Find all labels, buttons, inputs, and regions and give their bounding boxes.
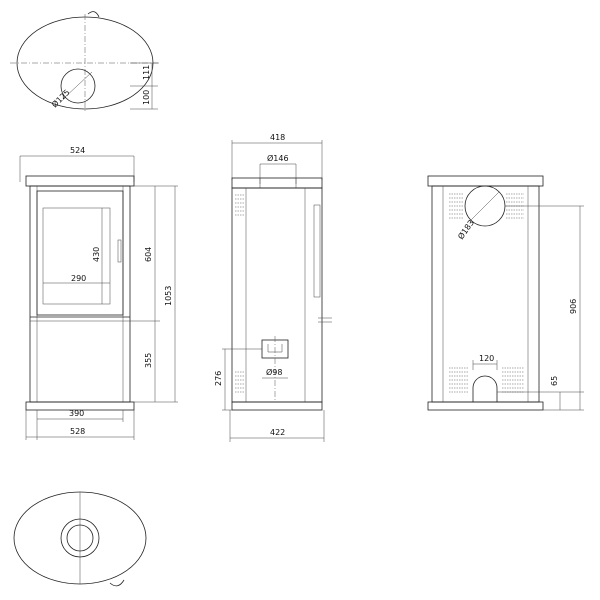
bottom-view-outlet-outer bbox=[60, 518, 100, 558]
dim-side-width-bottom: 422 bbox=[270, 428, 285, 437]
front-body bbox=[29, 185, 131, 403]
side-view: 418 Ø146 bbox=[214, 133, 332, 442]
bottom-view-outlet-inner bbox=[66, 524, 94, 552]
dim-front-glass-width: 290 bbox=[71, 274, 86, 283]
back-air-inlet bbox=[472, 375, 498, 402]
dim-front-width-528: 528 bbox=[70, 427, 85, 436]
dim-front-width-top: 524 bbox=[70, 146, 85, 155]
dim-side-width-top: 418 bbox=[270, 133, 285, 142]
dim-front-height-355: 355 bbox=[144, 353, 153, 368]
back-view: Ø183 bbox=[427, 175, 584, 411]
dim-side-height-276: 276 bbox=[214, 371, 223, 386]
front-door bbox=[36, 190, 124, 316]
dim-back-width-120: 120 bbox=[479, 354, 494, 363]
dim-side-dia-146: Ø146 bbox=[267, 153, 289, 163]
dim-front-height-604: 604 bbox=[144, 247, 153, 262]
dim-front-width-390: 390 bbox=[69, 409, 84, 418]
dim-back-dia-183: Ø183 bbox=[455, 218, 476, 241]
dim-top-view-100: 100 bbox=[142, 90, 151, 105]
dim-back-height-906: 906 bbox=[569, 299, 578, 314]
dim-front-height-1053: 1053 bbox=[164, 286, 173, 306]
front-glass bbox=[42, 207, 111, 305]
dim-front-glass-height: 430 bbox=[92, 247, 101, 262]
top-view: Ø125 111 100 bbox=[10, 11, 160, 112]
dim-side-dia-98: Ø98 bbox=[266, 367, 282, 377]
side-vents-bottom bbox=[235, 371, 244, 393]
back-vents-bottom bbox=[449, 367, 524, 393]
dim-top-view-111: 111 bbox=[142, 65, 151, 80]
side-vents-top bbox=[235, 194, 244, 216]
top-view-flue-outlet bbox=[60, 68, 96, 104]
back-body bbox=[431, 185, 540, 403]
front-view: 524 430 290 604 1053 355 bbox=[19, 146, 178, 440]
dim-back-height-65: 65 bbox=[550, 376, 559, 386]
bottom-view bbox=[13, 491, 147, 587]
